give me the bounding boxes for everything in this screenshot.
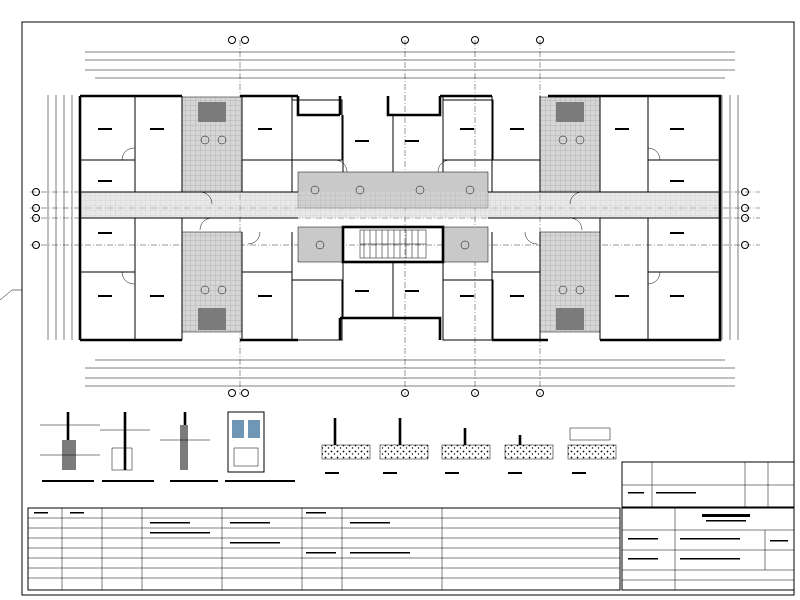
room-labels [98,128,684,297]
grid-bubble-icon [401,36,409,44]
grid-bubble-icon [471,389,479,397]
dimension-lines-top [85,51,735,79]
grid-bubble-icon [471,36,479,44]
wall-detail-2 [100,412,150,471]
wall-detail-1 [40,412,100,470]
interior-walls [80,96,720,341]
grid-bubble-icon [401,389,409,397]
detail-captions [42,472,586,482]
grid-bubble-icon [536,36,544,44]
grid-bubble-icon [32,214,40,222]
grid-bubble-icon [741,214,749,222]
corridor [80,192,720,218]
grid-bubble-icon [536,389,544,397]
floor-plan [30,36,760,397]
foundation-details [321,418,617,460]
legend-table [27,507,621,591]
detail-sections [40,411,617,482]
window-elevation [227,411,265,473]
door-swing-icon [121,147,661,285]
wall-detail-3 [160,412,210,470]
grid-bubble-icon [228,389,236,397]
grid-bubble-icon [241,36,249,44]
grid-bubble-icon [32,241,40,249]
grid-bubble-icon [32,204,40,212]
sheet-border [0,21,795,596]
stair-icon [359,229,427,259]
grid-bubble-icon [241,389,249,397]
title-block [621,461,795,591]
dimension-lines-sides [47,95,739,340]
grid-bubble-icon [741,204,749,212]
grid-bubble-icon [741,241,749,249]
sanitary-fixtures [200,135,585,295]
grid-bubble-icon [32,188,40,196]
grid-bubble-icon [228,36,236,44]
grid-bubble-icon [741,188,749,196]
dimension-lines-bottom [85,359,735,387]
